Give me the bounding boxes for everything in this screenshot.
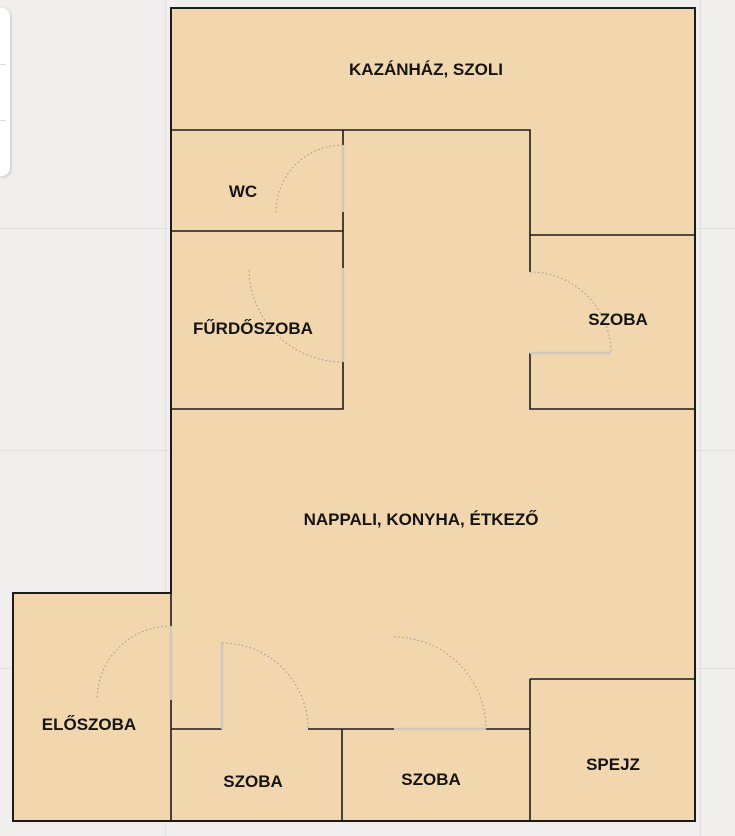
room-label-szoba-bottom-left: SZOBA	[223, 772, 283, 791]
room-label-szoba-right: SZOBA	[588, 310, 648, 329]
door-swing-arc	[529, 271, 612, 354]
room-labels: KAZÁNHÁZ, SZOLI WC FŰRDŐSZOBA SZOBA NAPP…	[42, 60, 648, 791]
door-swing-arc	[393, 636, 487, 730]
room-label-nappali: NAPPALI, KONYHA, ÉTKEZŐ	[304, 510, 539, 529]
panel-divider	[0, 64, 6, 65]
room-label-furdoszoba: FŰRDŐSZOBA	[193, 319, 313, 338]
grid-line	[165, 0, 166, 836]
grid-line	[700, 0, 701, 836]
room-label-szoba-bottom-mid: SZOBA	[401, 770, 461, 789]
room-label-wc: WC	[229, 182, 257, 201]
side-panel-tab[interactable]	[0, 8, 10, 176]
room-label-kazanhaz: KAZÁNHÁZ, SZOLI	[349, 60, 503, 79]
panel-divider	[0, 120, 6, 121]
door-leaves	[169, 145, 611, 731]
door-swing-arc	[275, 144, 344, 213]
wall	[171, 130, 344, 410]
wall	[171, 129, 695, 236]
door-swing-arc	[221, 642, 309, 730]
room-label-eloszoba: ELŐSZOBA	[42, 715, 136, 734]
door-swings	[96, 144, 612, 730]
room-label-spejz: SPEJZ	[586, 755, 640, 774]
door-swing-arc	[96, 625, 172, 701]
